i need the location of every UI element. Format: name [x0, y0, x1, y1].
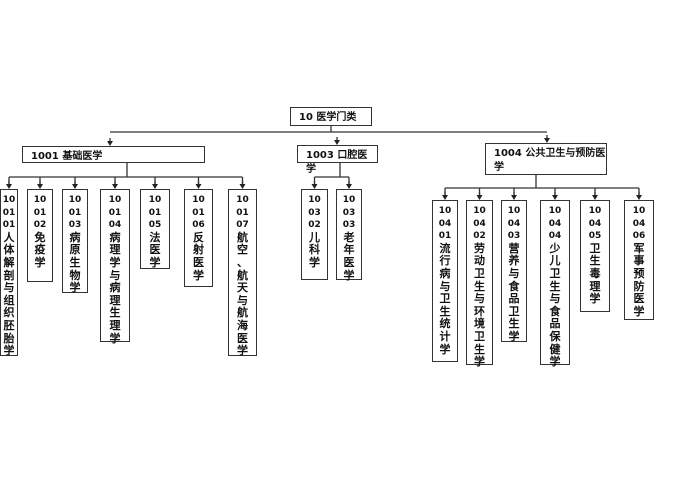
subject-code: 10 — [548, 206, 562, 216]
arrow-head — [346, 184, 352, 189]
subject-code: 04 — [438, 218, 452, 229]
subject-code: 10 — [632, 206, 646, 216]
subject-name: 法医学 — [149, 230, 161, 269]
subject-code: 10 — [192, 195, 205, 205]
arrow-head — [72, 184, 78, 189]
subject-code: 02 — [473, 231, 486, 242]
arrow-head — [636, 195, 642, 200]
category-node: 1003 口腔医学 — [297, 145, 378, 175]
subject-code: 01 — [108, 207, 122, 218]
subject-code: 06 — [632, 231, 646, 242]
subject-name: 流行病与卫生统计学 — [439, 241, 451, 356]
subject-code: 10 — [308, 195, 321, 205]
subject-code: 04 — [548, 218, 562, 229]
arrow-head — [239, 184, 246, 189]
subject-code: 04 — [588, 218, 602, 229]
subject-code: 10 — [108, 195, 122, 205]
arrow-head — [112, 184, 118, 189]
subject-code: 10 — [588, 206, 602, 216]
subject-code: 10 — [473, 206, 486, 216]
subject-code: 04 — [473, 218, 486, 229]
subject-code: 04 — [507, 218, 521, 229]
subject-code: 10 — [236, 195, 249, 205]
arrow-head — [544, 138, 550, 143]
subject-code: 03 — [342, 220, 356, 231]
arrow-head — [311, 184, 318, 189]
subject-name: 老年医学 — [343, 230, 355, 282]
subject-code: 01 — [236, 207, 249, 218]
arrow-head — [152, 184, 158, 189]
arrow-head — [6, 184, 12, 189]
subject-code: 01 — [192, 207, 205, 218]
subject-code: 01 — [2, 207, 16, 218]
arrow-head — [552, 195, 558, 200]
subject-code: 01 — [148, 207, 162, 218]
arrow-head — [476, 195, 483, 200]
subject-name: 人体解剖与组织胚胎学 — [3, 230, 15, 358]
subject-code: 02 — [308, 220, 321, 231]
subject-code: 10 — [33, 195, 47, 205]
subject-code: 10 — [2, 195, 16, 205]
arrow-head — [37, 184, 43, 189]
subject-name: 少儿卫生与食品保健学 — [549, 241, 561, 369]
subject-name: 免疫学 — [34, 230, 46, 269]
subject-code: 10 — [507, 206, 521, 216]
subject-code: 01 — [2, 220, 16, 231]
subject-code: 05 — [148, 220, 162, 231]
subject-code: 06 — [192, 220, 205, 231]
subject-code: 01 — [438, 231, 452, 242]
subject-code: 04 — [632, 218, 646, 229]
category-node: 1004 公共卫生与预防医学 — [485, 143, 607, 175]
subject-name: 航空、航天与航海医学 — [237, 230, 248, 358]
subject-code: 03 — [507, 231, 521, 242]
subject-code: 10 — [342, 195, 356, 205]
subject-code: 10 — [148, 195, 162, 205]
subject-code: 10 — [68, 195, 82, 205]
arrow-head — [592, 195, 598, 200]
root-node: 10 医学门类 — [290, 107, 372, 126]
subject-name: 劳动卫生与环境卫生学 — [474, 241, 485, 369]
subject-code: 03 — [68, 220, 82, 231]
arrow-head — [511, 195, 517, 200]
subject-code: 03 — [308, 207, 321, 218]
subject-name: 军事预防医学 — [633, 241, 645, 318]
subject-code: 04 — [108, 220, 122, 231]
subject-code: 01 — [33, 207, 47, 218]
arrow-head — [442, 195, 448, 200]
subject-code: 04 — [548, 231, 562, 242]
arrow-head — [334, 140, 340, 145]
subject-name: 儿科学 — [309, 230, 320, 269]
subject-code: 07 — [236, 220, 249, 231]
subject-name: 病理学与病理生理学 — [109, 230, 121, 345]
subject-name: 营养与食品卫生学 — [508, 241, 520, 343]
subject-name: 卫生毒理学 — [589, 241, 601, 306]
subject-name: 反射医学 — [193, 230, 204, 282]
subject-code: 03 — [342, 207, 356, 218]
subject-code: 10 — [438, 206, 452, 216]
subject-code: 01 — [68, 207, 82, 218]
subject-code: 02 — [33, 220, 47, 231]
subject-name: 病原生物学 — [69, 230, 81, 295]
subject-code: 05 — [588, 231, 602, 242]
arrow-head — [195, 184, 202, 189]
arrow-head — [107, 141, 113, 146]
category-node: 1001 基础医学 — [22, 146, 205, 163]
